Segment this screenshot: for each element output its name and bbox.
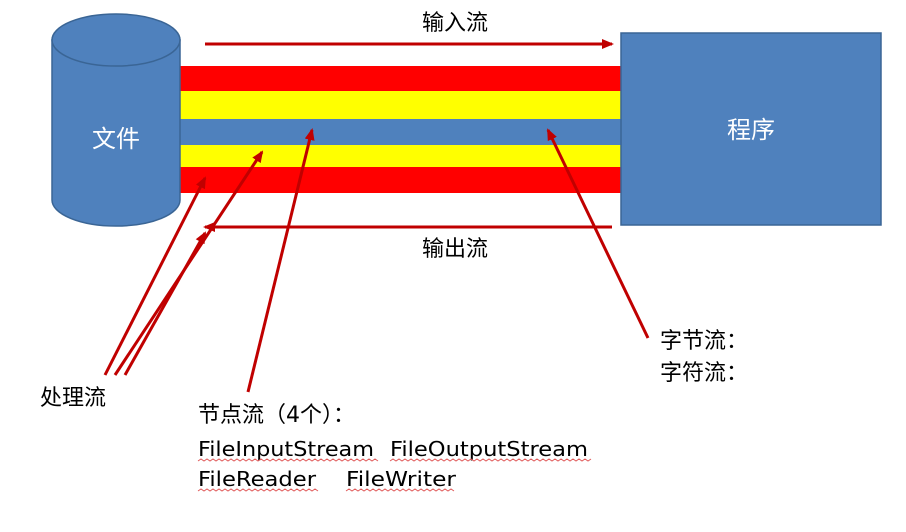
stream-pipe — [160, 66, 625, 193]
cylinder-top — [51, 13, 181, 67]
class-fileoutputstream: FileOutputStream — [390, 437, 588, 461]
pipe-band-yellow-top — [160, 91, 625, 119]
byte-stream-label: 字节流： — [660, 329, 748, 354]
spellcheck-underline-fileoutputstream — [389, 458, 592, 462]
pipe-band-blue-middle — [160, 119, 625, 145]
node-stream-pointer-arrow — [246, 128, 315, 393]
file-cylinder: 文件 — [51, 13, 181, 227]
char-stream-label: 字符流： — [660, 361, 748, 386]
program-label: 程序 — [727, 116, 775, 144]
processing-stream-arrow-to-red-band — [103, 176, 207, 376]
pipe-band-red-bottom — [160, 167, 625, 193]
spellcheck-underline-filereader — [197, 488, 319, 492]
pipe-band-yellow-bottom — [160, 145, 625, 167]
class-filereader: FileReader — [198, 467, 317, 491]
node-stream-classes: FileInputStream FileOutputStream FileRea… — [197, 437, 592, 492]
input-stream-label: 输入流 — [422, 11, 488, 36]
node-streams-title: 节点流（4个）： — [198, 403, 355, 428]
class-filewriter: FileWriter — [346, 467, 457, 491]
output-stream-label: 输出流 — [422, 237, 488, 262]
spellcheck-underline-fileinputstream — [197, 458, 379, 462]
program-rect — [620, 32, 882, 226]
file-label: 文件 — [92, 125, 140, 153]
cylinder-body — [51, 39, 181, 227]
byte-char-stream-pointer-arrow — [546, 128, 650, 339]
spellcheck-underline-filewriter — [345, 488, 455, 492]
program-box: 程序 — [620, 32, 882, 226]
processing-stream-label: 处理流 — [40, 386, 106, 411]
class-fileinputstream: FileInputStream — [198, 437, 374, 461]
processing-stream-arrow-to-output — [123, 231, 207, 376]
pipe-band-red-top — [160, 66, 625, 91]
